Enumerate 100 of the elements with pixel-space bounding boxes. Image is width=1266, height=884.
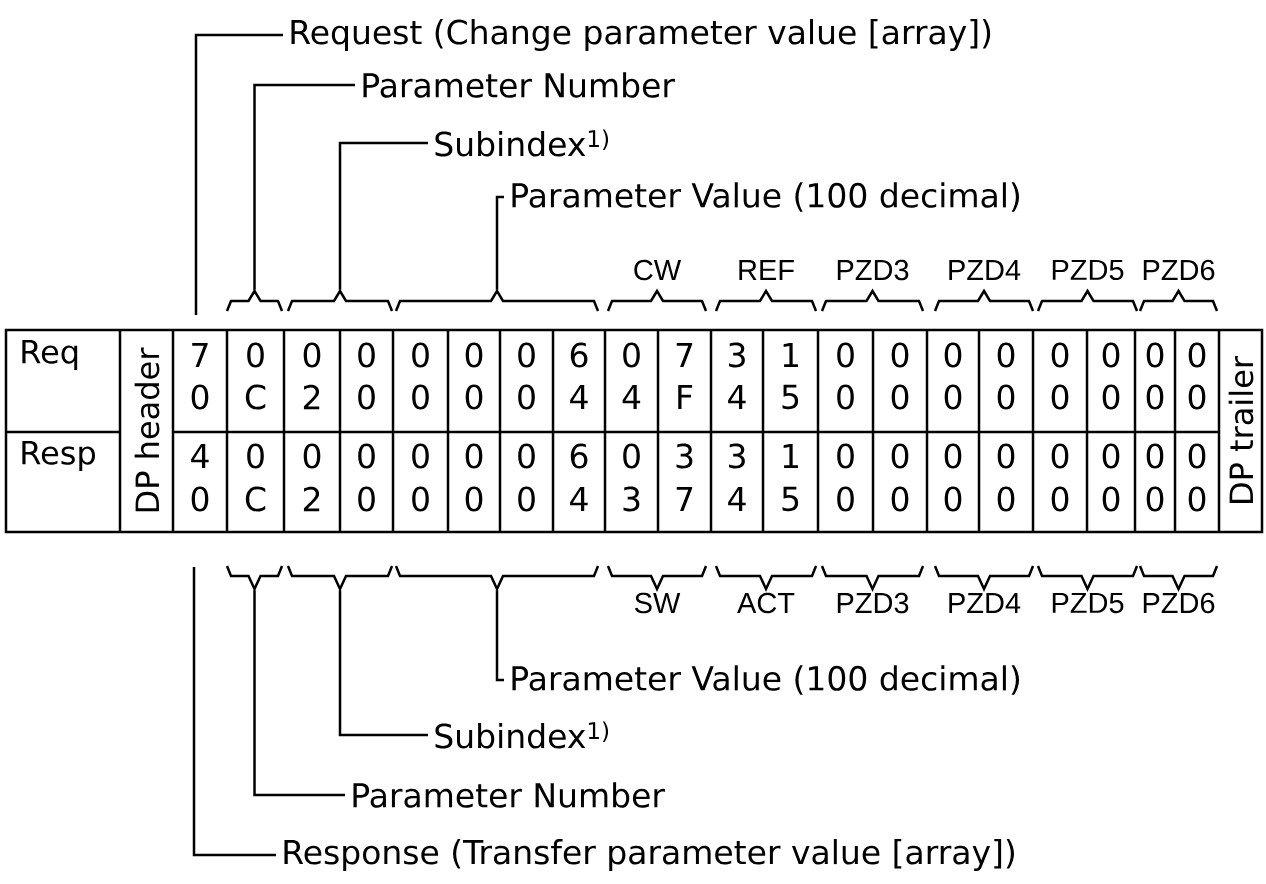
- cell-value: 0: [623, 443, 640, 469]
- cell-value: 0: [1146, 443, 1164, 469]
- callout-text: Request (Change parameter value [array]): [291, 19, 991, 51]
- callout-text: Parameter Number: [353, 782, 665, 808]
- cell-value: 3: [729, 443, 745, 469]
- cell-value: 0: [1146, 486, 1164, 512]
- cell-value: C: [245, 486, 266, 512]
- brace: [225, 288, 284, 312]
- cell-value: 0: [358, 342, 375, 368]
- cell-value: 1: [783, 343, 798, 368]
- cell-value: 7: [676, 343, 693, 368]
- cell-value: C: [245, 384, 266, 410]
- group-label: PZD6: [1143, 259, 1215, 281]
- group-label: ACT: [737, 592, 795, 614]
- cell-value: 0: [891, 342, 909, 368]
- cell-value: 0: [1146, 342, 1164, 368]
- cell-value: 4: [570, 385, 588, 410]
- group-label: SW: [634, 592, 681, 614]
- cell-value: 0: [191, 384, 209, 410]
- cell-value: 0: [358, 384, 375, 410]
- cell-value: 7: [192, 343, 208, 368]
- group-label: PZD5: [1052, 259, 1124, 281]
- cell-value: 0: [518, 384, 535, 410]
- cell-value: 0: [191, 486, 209, 512]
- cell-value: 6: [570, 342, 588, 368]
- callout-text: Response (Transfer parameter value [array]): [284, 839, 1014, 871]
- brace: [394, 288, 600, 312]
- cell-value: 0: [1051, 342, 1069, 368]
- cell-value: 2: [303, 384, 320, 410]
- brace: [286, 565, 394, 592]
- cell-value: 4: [570, 487, 588, 512]
- cell-value: 0: [1188, 486, 1206, 512]
- cell-value: 0: [303, 342, 321, 368]
- group-label: PZD3: [837, 259, 909, 281]
- leader-line: [253, 590, 345, 797]
- cell-value: 0: [997, 384, 1015, 410]
- cell-value: 0: [358, 486, 375, 512]
- cell-value: 4: [191, 444, 209, 469]
- brace: [286, 288, 394, 312]
- cell-value: 0: [518, 342, 535, 368]
- cell-value: 0: [1188, 342, 1206, 368]
- group-label: REF: [739, 260, 794, 280]
- cell-value: 0: [465, 384, 483, 410]
- group-label: CW: [634, 259, 682, 281]
- cell-value: 5: [782, 384, 799, 410]
- cell-value: 0: [412, 342, 429, 368]
- cell-value: 0: [944, 342, 962, 368]
- cell-value: F: [678, 385, 693, 410]
- column-header: DP trailer: [1228, 356, 1254, 503]
- cell-value: 0: [997, 443, 1015, 469]
- cell-value: 0: [891, 384, 909, 410]
- leader-line: [192, 567, 276, 857]
- cell-value: 3: [676, 443, 693, 469]
- cell-value: 3: [729, 342, 745, 368]
- cell-value: 0: [944, 486, 962, 512]
- cell-value: 0: [997, 486, 1015, 512]
- cell-value: 0: [412, 384, 429, 410]
- column-header: DP header: [134, 347, 160, 512]
- group-label: PZD4: [949, 593, 1021, 613]
- cell-value: 4: [728, 487, 746, 512]
- cell-value: 0: [412, 443, 429, 469]
- cell-value: 1: [783, 444, 798, 469]
- cell-value: 4: [622, 385, 641, 410]
- cell-value: 0: [837, 486, 854, 512]
- cell-value: 7: [676, 487, 693, 512]
- group-label: PZD6: [1143, 592, 1215, 614]
- cell-value: 0: [1102, 384, 1120, 410]
- leader-line: [495, 195, 504, 290]
- group-label: PZD5: [1052, 592, 1124, 614]
- callout-text: Parameter Number: [363, 72, 675, 98]
- row-header: Req: [22, 340, 78, 370]
- callout-text: Subindex$^{1)}$: [435, 129, 609, 157]
- group-label: PZD4: [949, 260, 1021, 280]
- cell-value: 0: [465, 486, 483, 512]
- cell-value: 0: [358, 443, 375, 469]
- cell-value: 0: [1051, 384, 1069, 410]
- cell-value: 0: [837, 384, 854, 410]
- cell-value: 5: [782, 486, 799, 512]
- cell-value: 4: [728, 385, 746, 410]
- cell-value: 0: [1102, 342, 1120, 368]
- cell-value: 6: [570, 443, 588, 469]
- cell-value: 0: [623, 342, 640, 368]
- leader-line: [338, 141, 428, 290]
- cell-value: 0: [837, 443, 854, 469]
- cell-value: 0: [1102, 443, 1120, 469]
- cell-value: 0: [891, 443, 909, 469]
- callout-text: Subindex$^{1)}$: [435, 721, 609, 749]
- cell-value: 0: [247, 342, 264, 368]
- cell-value: 0: [944, 384, 962, 410]
- row-header: Resp: [22, 441, 95, 471]
- cell-value: 0: [944, 443, 962, 469]
- cell-value: 0: [247, 443, 264, 469]
- cell-value: 0: [465, 443, 483, 469]
- cell-value: 0: [303, 443, 321, 469]
- callout-text: Parameter Value (100 decimal): [512, 665, 1019, 695]
- cell-value: 0: [1188, 443, 1206, 469]
- brace: [394, 565, 600, 592]
- cell-value: 0: [1188, 384, 1206, 410]
- leader-line: [338, 590, 428, 737]
- cell-value: 3: [623, 486, 640, 512]
